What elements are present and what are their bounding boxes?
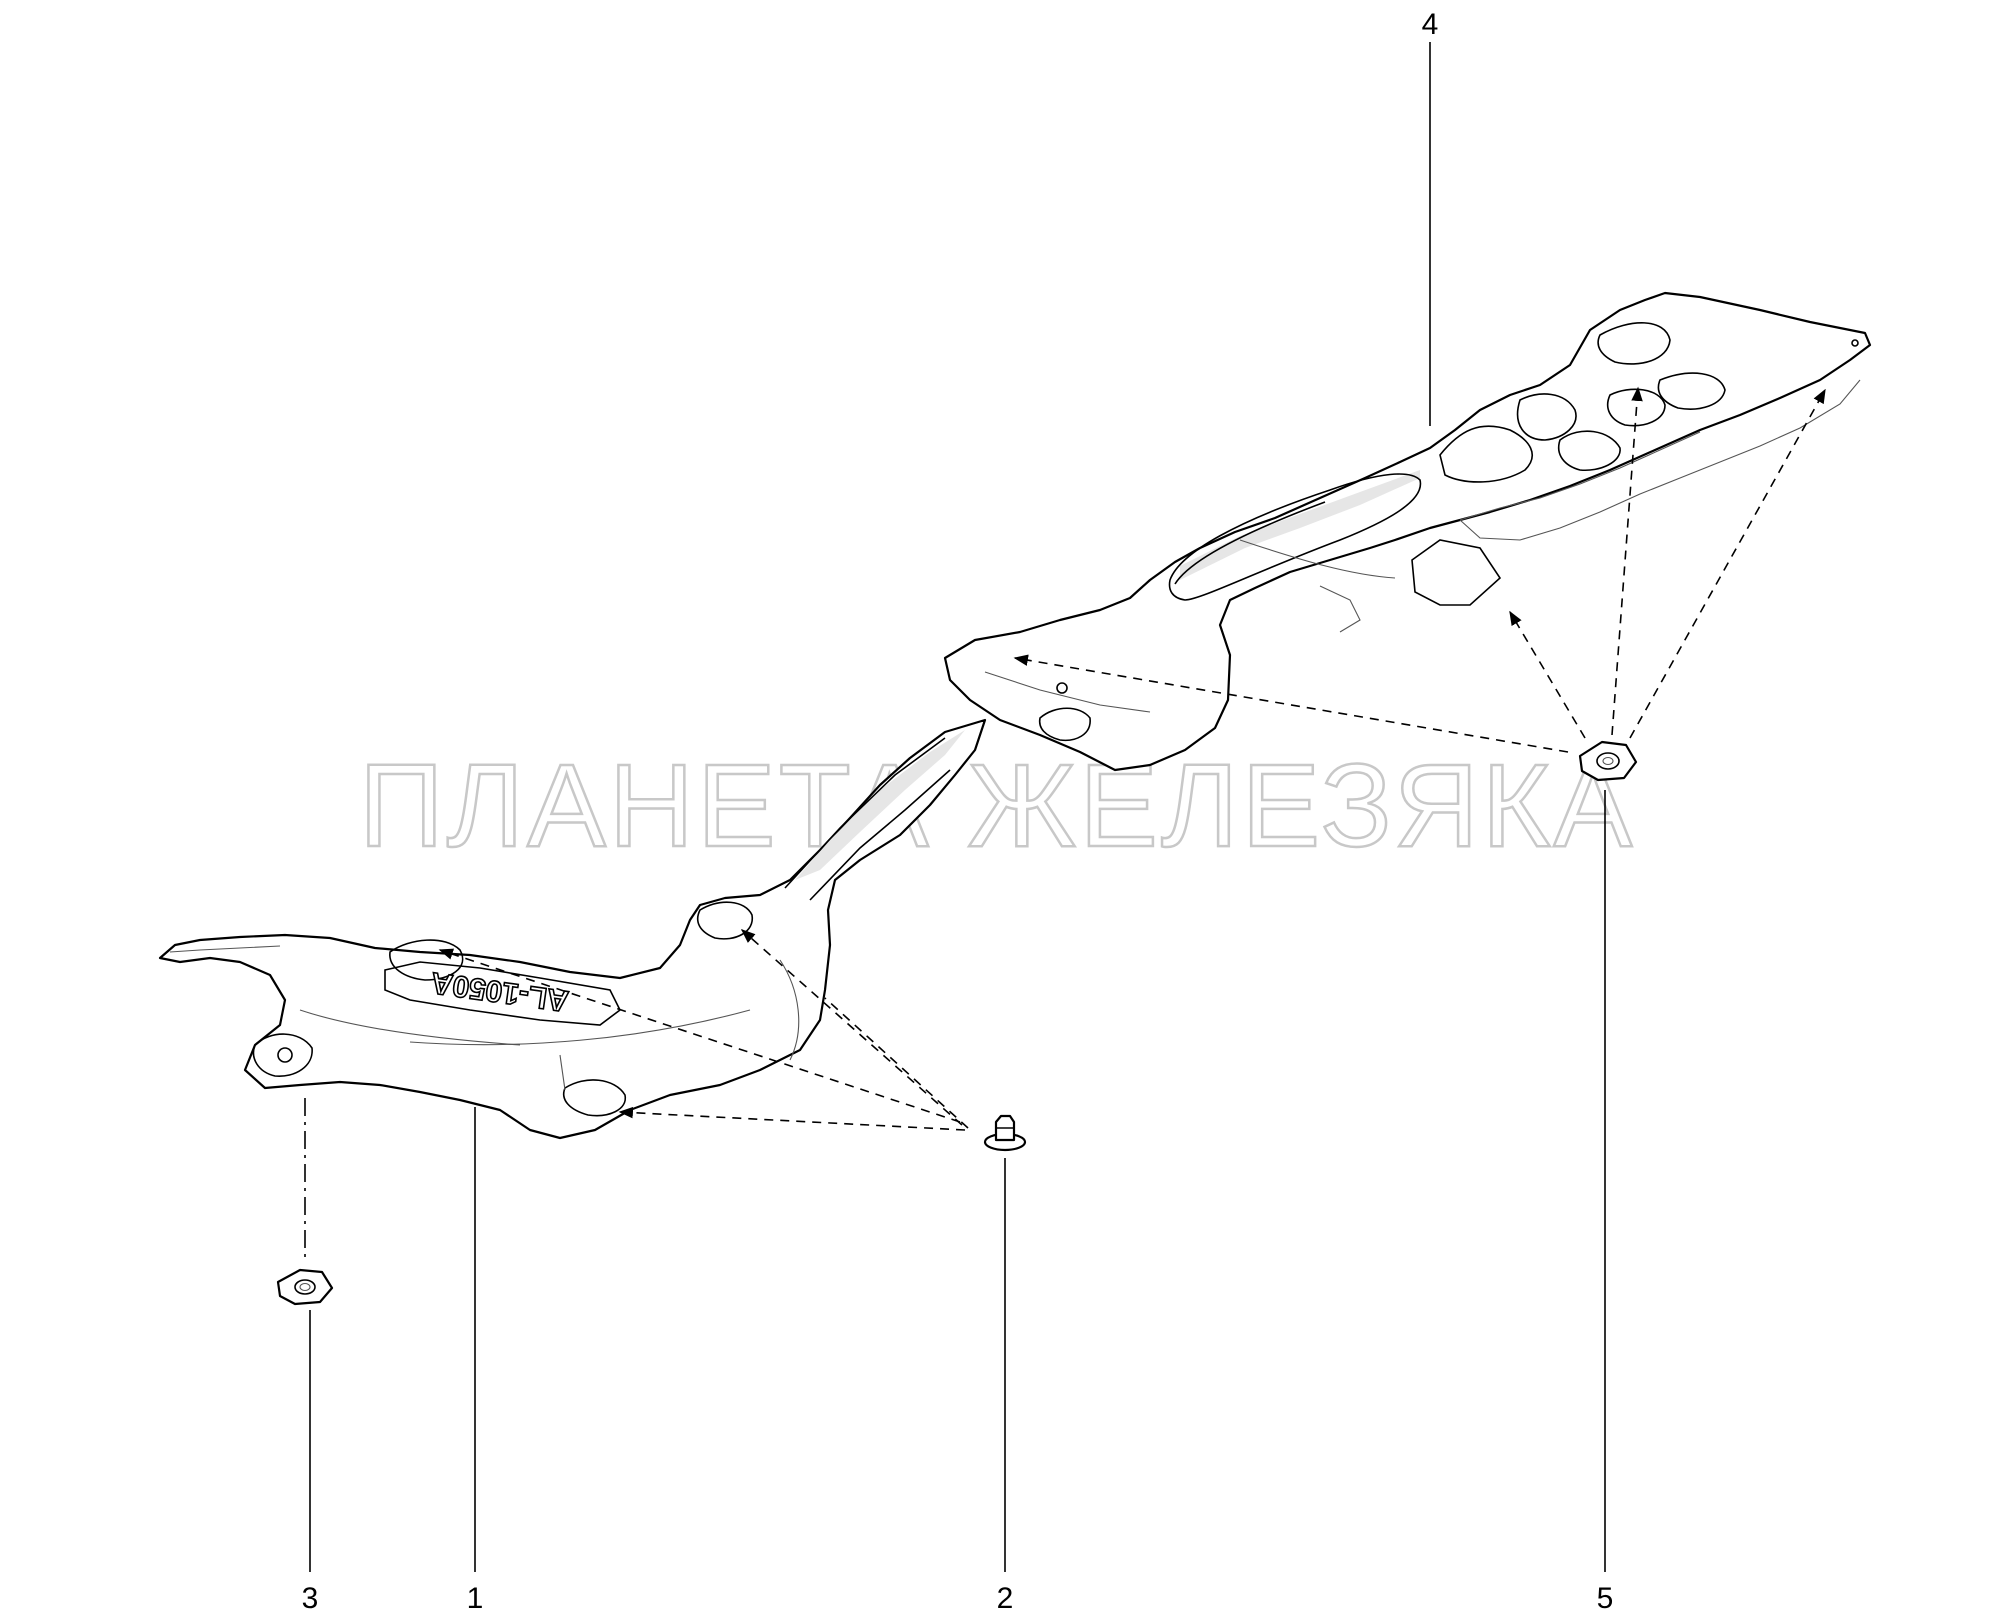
front-heat-shield: AL-1050A [158, 718, 987, 1140]
callout-right-nut: 5 [1597, 1582, 1614, 1615]
assembly-direction-lines [304, 386, 1826, 1262]
leader-lines [309, 42, 1606, 1572]
rear-heat-shield [943, 291, 1872, 772]
hex-nut-right [1578, 740, 1638, 782]
callout-left-nut: 3 [302, 1582, 319, 1615]
callout-rear-heat-shield: 4 [1422, 8, 1439, 41]
hex-nut-left [276, 1268, 334, 1306]
callout-front-heat-shield: 1 [467, 1582, 484, 1615]
callout-clip: 2 [997, 1582, 1014, 1615]
fastening-clip [983, 1114, 1027, 1152]
watermark-text: ПЛАНЕТА ЖЕЛЕЗЯКА [359, 740, 1635, 872]
